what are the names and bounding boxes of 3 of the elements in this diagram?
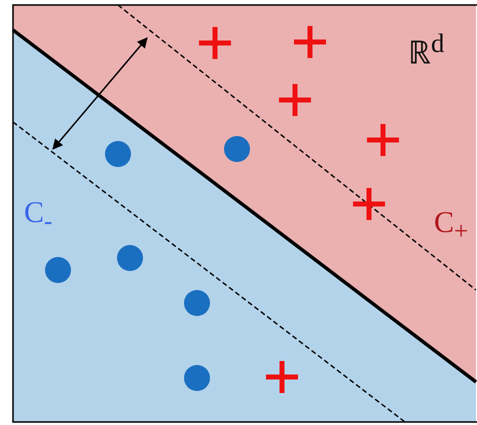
space-label: ℝ$^{d}$ bbox=[408, 30, 444, 69]
class-label: C$_{-}$ bbox=[24, 198, 52, 234]
class-label: C$_{+}$ bbox=[434, 208, 468, 244]
